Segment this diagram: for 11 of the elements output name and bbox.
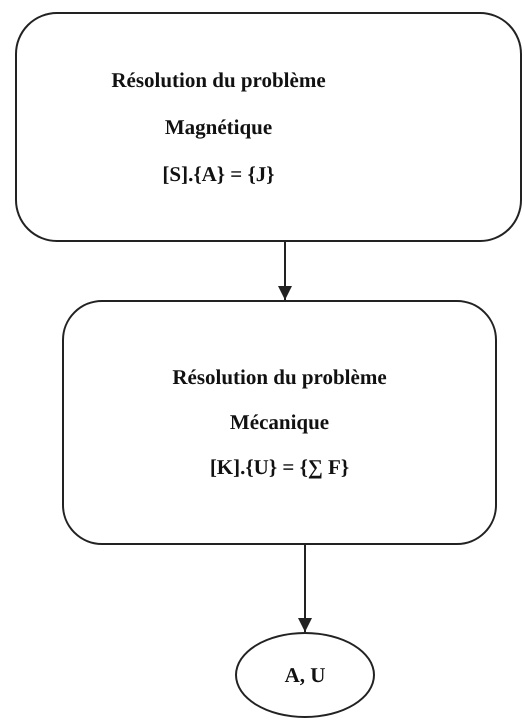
- heading-text: Résolution du problème: [111, 68, 326, 92]
- arrow: [298, 545, 312, 632]
- process-box: [62, 300, 497, 545]
- heading-text: Résolution du problème: [172, 365, 387, 390]
- heading-text: A, U: [284, 662, 326, 688]
- node-text: [S].{A} = {J}: [162, 162, 275, 186]
- node-text: [K].{U} = {∑ F}: [210, 455, 350, 480]
- process-box: [15, 12, 522, 242]
- arrow: [278, 242, 292, 300]
- node-text: Mécanique: [230, 410, 330, 435]
- node-text: Magnétique: [164, 114, 272, 140]
